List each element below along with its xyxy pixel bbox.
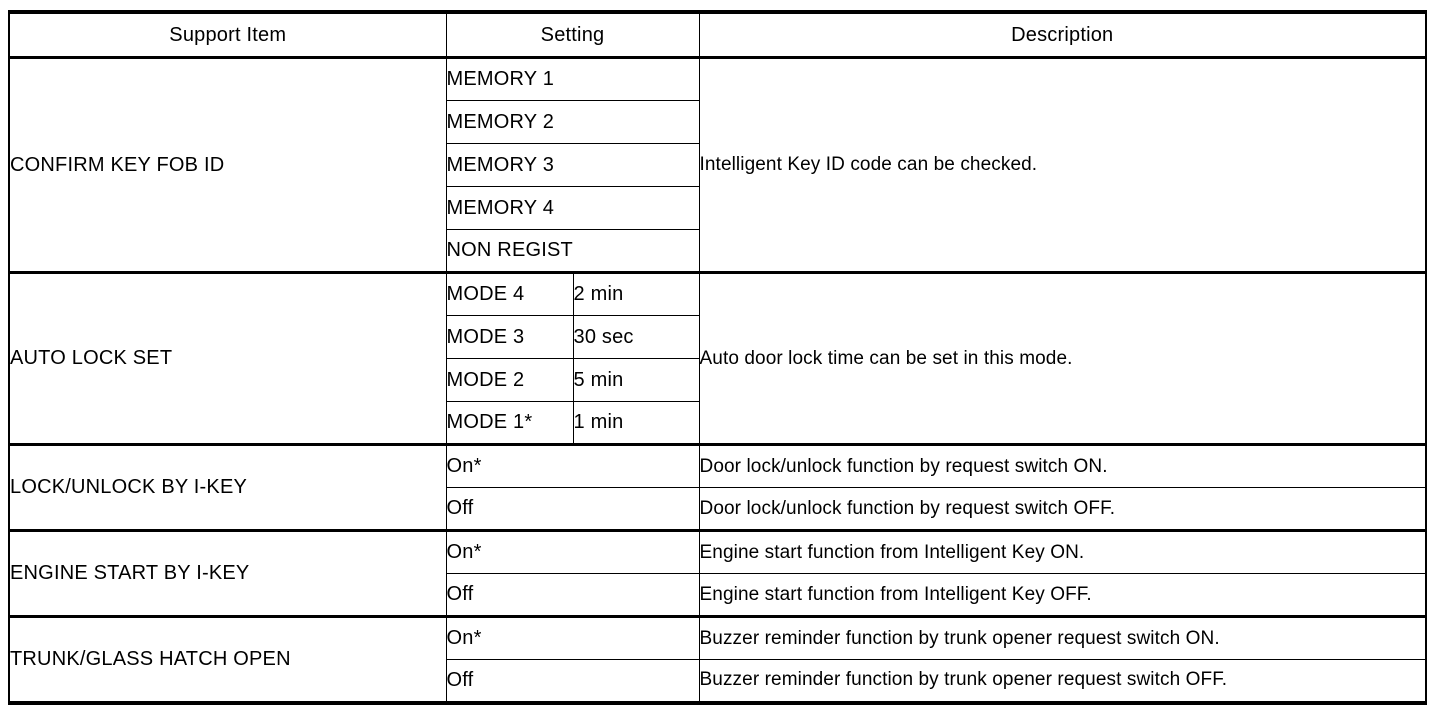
- setting-engine-start-off: Off: [445, 573, 700, 618]
- setting-memory-3: MEMORY 3: [445, 143, 700, 187]
- setting-trunk-hatch-off: Off: [445, 659, 700, 705]
- table-row: MODE 1* 1 min: [9, 401, 1426, 446]
- setting-memory-4: MEMORY 4: [445, 186, 700, 230]
- table-row: NON REGIST: [9, 229, 1426, 274]
- description-auto-lock-set: Auto door lock time can be set in this m…: [698, 272, 1428, 446]
- table-header-row: Support Item Setting Description: [8, 10, 1428, 59]
- setting-mode-2: MODE 2: [445, 358, 574, 402]
- support-item-auto-lock-set: AUTO LOCK SET: [8, 272, 447, 446]
- table-row: TRUNK/GLASS HATCH OPEN On* Buzzer remind…: [8, 616, 1428, 705]
- table-row: Off Engine start function from Intellige…: [9, 573, 1428, 618]
- support-item-engine-start-by-i-key: ENGINE START BY I-KEY: [8, 530, 447, 618]
- support-item-trunk-glass-hatch-open: TRUNK/GLASS HATCH OPEN: [8, 616, 447, 705]
- table-row: ENGINE START BY I-KEY On* Engine start f…: [8, 530, 1428, 618]
- support-item-confirm-key-fob-id: CONFIRM KEY FOB ID: [8, 57, 447, 274]
- description-confirm-key-fob-id: Intelligent Key ID code can be checked.: [698, 57, 1428, 274]
- setting-mode-4: MODE 4: [445, 272, 574, 316]
- setting-non-regist: NON REGIST: [445, 229, 700, 274]
- description-lock-unlock-off: Door lock/unlock function by request swi…: [698, 487, 1428, 532]
- table-row: Off Buzzer reminder function by trunk op…: [9, 659, 1428, 705]
- description-trunk-hatch-on: Buzzer reminder function by trunk opener…: [698, 616, 1428, 660]
- header-description: Description: [698, 10, 1428, 59]
- setting-mode-1: MODE 1*: [445, 401, 574, 446]
- setting-memory-2: MEMORY 2: [445, 100, 700, 144]
- description-engine-start-on: Engine start function from Intelligent K…: [698, 530, 1428, 574]
- table-row: MEMORY 2: [9, 100, 1426, 144]
- setting-mode-3-time: 30 sec: [572, 315, 700, 359]
- table-row: Off Door lock/unlock function by request…: [9, 487, 1428, 532]
- setting-mode-4-time: 2 min: [572, 272, 700, 316]
- description-lock-unlock-on: Door lock/unlock function by request swi…: [698, 444, 1428, 488]
- table-row: CONFIRM KEY FOB ID MEMORY 1 Intelligent …: [8, 57, 1428, 274]
- description-trunk-hatch-off: Buzzer reminder function by trunk opener…: [698, 659, 1428, 705]
- setting-memory-1: MEMORY 1: [445, 57, 700, 101]
- setting-trunk-hatch-on: On*: [445, 616, 700, 660]
- table-row: LOCK/UNLOCK BY I-KEY On* Door lock/unloc…: [8, 444, 1428, 532]
- setting-lock-unlock-on: On*: [445, 444, 700, 488]
- setting-mode-1-time: 1 min: [572, 401, 700, 446]
- setting-mode-2-time: 5 min: [572, 358, 700, 402]
- setting-mode-3: MODE 3: [445, 315, 574, 359]
- setting-engine-start-on: On*: [445, 530, 700, 574]
- support-item-lock-unlock-by-i-key: LOCK/UNLOCK BY I-KEY: [8, 444, 447, 532]
- support-item-table: Support Item Setting Description CONFIRM…: [8, 10, 1428, 705]
- setting-lock-unlock-off: Off: [445, 487, 700, 532]
- table-row: MEMORY 3: [9, 143, 1426, 187]
- header-support-item: Support Item: [8, 10, 447, 59]
- table-row: MODE 2 5 min: [9, 358, 1426, 402]
- table-row: MODE 3 30 sec: [9, 315, 1426, 359]
- header-setting: Setting: [445, 10, 700, 59]
- description-engine-start-off: Engine start function from Intelligent K…: [698, 573, 1428, 618]
- table-row: AUTO LOCK SET MODE 4 2 min Auto door loc…: [8, 272, 1428, 446]
